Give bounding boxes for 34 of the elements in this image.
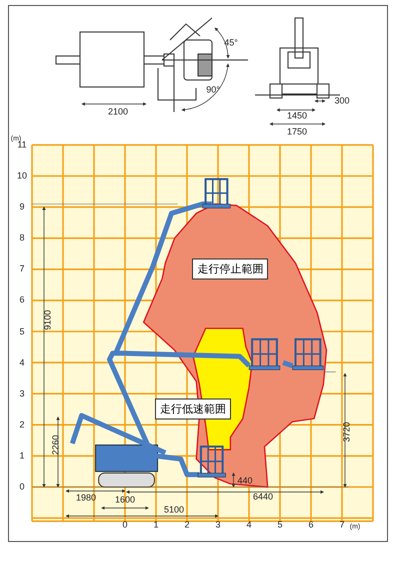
axis-tick-label: 2 [20, 420, 24, 430]
dimension-label: 90° [206, 86, 220, 94]
axis-tick-label: 9 [20, 202, 24, 212]
dimension-label: 45° [224, 38, 238, 48]
axis-tick-label: 3 [20, 389, 24, 398]
dimension-label: 300 [334, 96, 350, 106]
axis-tick-label: 2 [184, 520, 190, 530]
axis-tick-label: 6 [20, 296, 24, 305]
dimension-label: 6440 [252, 492, 274, 502]
range-label: 走行停止範囲 [192, 258, 268, 280]
dimension-label: 2100 [108, 108, 128, 116]
axis-tick-label: 4 [20, 358, 24, 368]
dimension-label: 1750 [286, 128, 308, 136]
axis-tick-label: 4 [246, 520, 252, 530]
axis-tick-label: 6 [308, 520, 314, 530]
axis-tick-label: 1 [154, 520, 158, 530]
axis-tick-label: 11 [17, 140, 27, 150]
axis-tick-label: 10 [17, 172, 27, 180]
axis-tick-label: 0 [20, 482, 24, 492]
axis-tick-label: 5 [20, 327, 24, 336]
dimension-label: 1450 [286, 112, 308, 120]
dimension-label: 5100 [164, 506, 184, 514]
dimension-label: 3720 [342, 422, 352, 442]
axis-tick-label: 8 [20, 234, 24, 243]
dimension-label: 440 [237, 476, 253, 486]
axis-tick-label: 1 [20, 451, 24, 460]
dimension-label: 2260 [52, 434, 60, 456]
axis-tick-label: 7 [20, 264, 24, 274]
dimension-label: 9100 [44, 310, 52, 330]
axis-tick-label: 5 [278, 520, 282, 530]
axis-tick-label: 0 [122, 520, 128, 530]
axis-tick-label: 3 [216, 520, 220, 530]
axis-tick-label: 7 [340, 520, 344, 530]
range-label: 走行低速範囲 [155, 398, 232, 420]
